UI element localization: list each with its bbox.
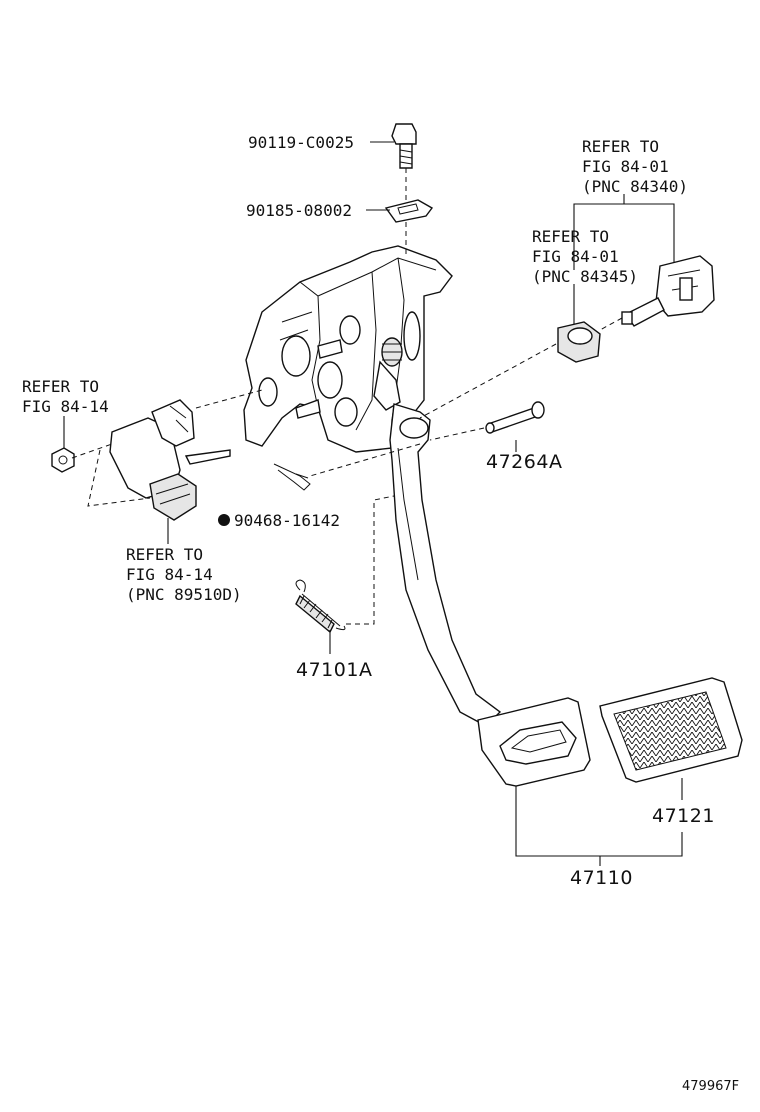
nut [51,447,75,473]
cotter-pin [273,463,311,491]
stop-lamp-switch [621,255,715,327]
pedal-pin [485,401,545,434]
ref-stop-switch-line1: REFER TO [582,137,659,156]
ref-stop-switch-line2: FIG 84-01 [582,157,669,176]
label-pedal-pad: 47121 [652,805,715,827]
label-pedal-assy: 47110 [570,867,633,889]
figure-number: 479967F [682,1079,739,1094]
return-spring [295,579,346,634]
label-cotter-pin: 90468-16142 [234,511,340,530]
leader-lines [63,141,683,866]
ref-cushion-line2: FIG 84-01 [532,247,619,266]
pedal-plate [477,697,591,787]
label-bolt: 90119-C0025 [248,133,354,152]
label-pin: 47264A [486,451,562,473]
clip-nut [384,199,434,223]
assembly-lines [71,168,623,625]
ref-sensor-line3: (PNC 89510D) [126,585,242,604]
ref-nut-line1: REFER TO [22,377,99,396]
stopper-cushion [557,321,601,363]
ref-cushion-line3: (PNC 84345) [532,267,638,286]
ref-sensor-line1: REFER TO [126,545,203,564]
pedal-lever [389,403,502,727]
pedal-bracket [243,245,453,453]
ref-sensor-line2: FIG 84-14 [126,565,213,584]
bolt [391,123,417,169]
label-clip-nut: 90185-08002 [246,201,352,220]
pedal-sensor [109,399,231,521]
non-reusable-marker [218,514,230,526]
ref-cushion-line1: REFER TO [532,227,609,246]
ref-nut-line2: FIG 84-14 [22,397,109,416]
label-spring: 47101A [296,659,372,681]
ref-stop-switch-line3: (PNC 84340) [582,177,688,196]
pedal-pad-rubber [599,677,743,783]
